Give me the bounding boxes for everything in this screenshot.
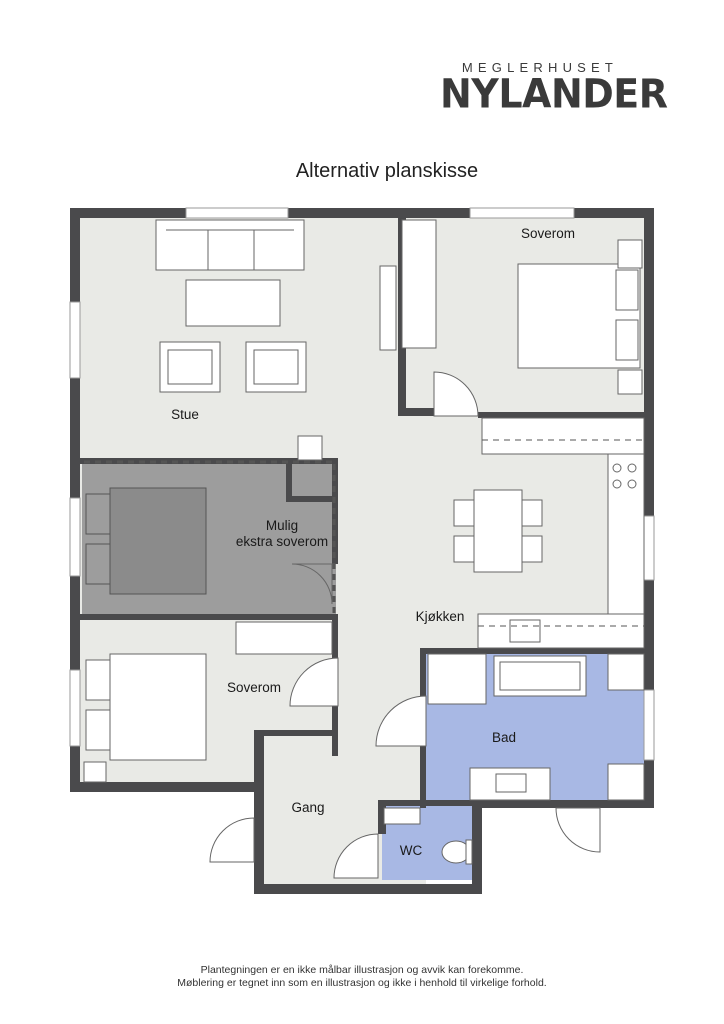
logo-tagline: MEGLERHUSET — [461, 60, 619, 75]
room-label-wc: WC — [400, 843, 423, 858]
coffee-table — [185, 279, 281, 327]
door-wc — [333, 833, 379, 879]
bed — [109, 653, 207, 761]
windows — [69, 207, 655, 761]
wardrobe — [235, 621, 333, 655]
room-label-gang: Gang — [291, 800, 324, 815]
kitchen-counter — [477, 613, 645, 649]
plan-title: Alternativ planskisse — [295, 160, 479, 182]
room-label-soverom-bottom: Soverom — [227, 680, 281, 695]
kitchen-counter — [481, 417, 645, 455]
room-label-soverom-top: Soverom — [521, 226, 575, 241]
ceiling-cabinet-lines — [84, 439, 644, 627]
doors — [209, 371, 601, 879]
furniture — [83, 219, 645, 865]
room-label-mulig: Mulig — [266, 518, 298, 533]
dining-table — [473, 489, 523, 573]
room-label-extra-soverom: ekstra soverom — [236, 534, 328, 549]
door-extra-room — [291, 563, 333, 605]
wc-sink — [383, 807, 421, 825]
extra-room-bed — [109, 487, 207, 595]
sofa — [155, 219, 305, 271]
door-bath — [375, 695, 427, 747]
disclaimer-line-1: Plantegningen er en ikke målbar illustra… — [200, 964, 524, 976]
door-bottom-bedroom — [289, 657, 339, 707]
room-label-bad: Bad — [492, 730, 516, 745]
disclaimer: Plantegningen er en ikke målbar illustra… — [0, 964, 724, 990]
disclaimer-line-2: Møblering er tegnet inn som en illustras… — [177, 977, 547, 989]
logo-wordmark: NYLANDER — [440, 70, 668, 118]
wardrobe — [401, 219, 437, 349]
door-top-bedroom — [433, 371, 479, 417]
room-label-kjokken: Kjøkken — [416, 609, 465, 624]
door-bath-exterior — [555, 807, 601, 853]
stove — [297, 435, 323, 461]
door-entrance — [209, 817, 255, 863]
shower — [427, 653, 487, 705]
shelf — [379, 265, 397, 351]
room-label-stue: Stue — [171, 407, 199, 422]
kitchen-sink — [509, 619, 541, 643]
